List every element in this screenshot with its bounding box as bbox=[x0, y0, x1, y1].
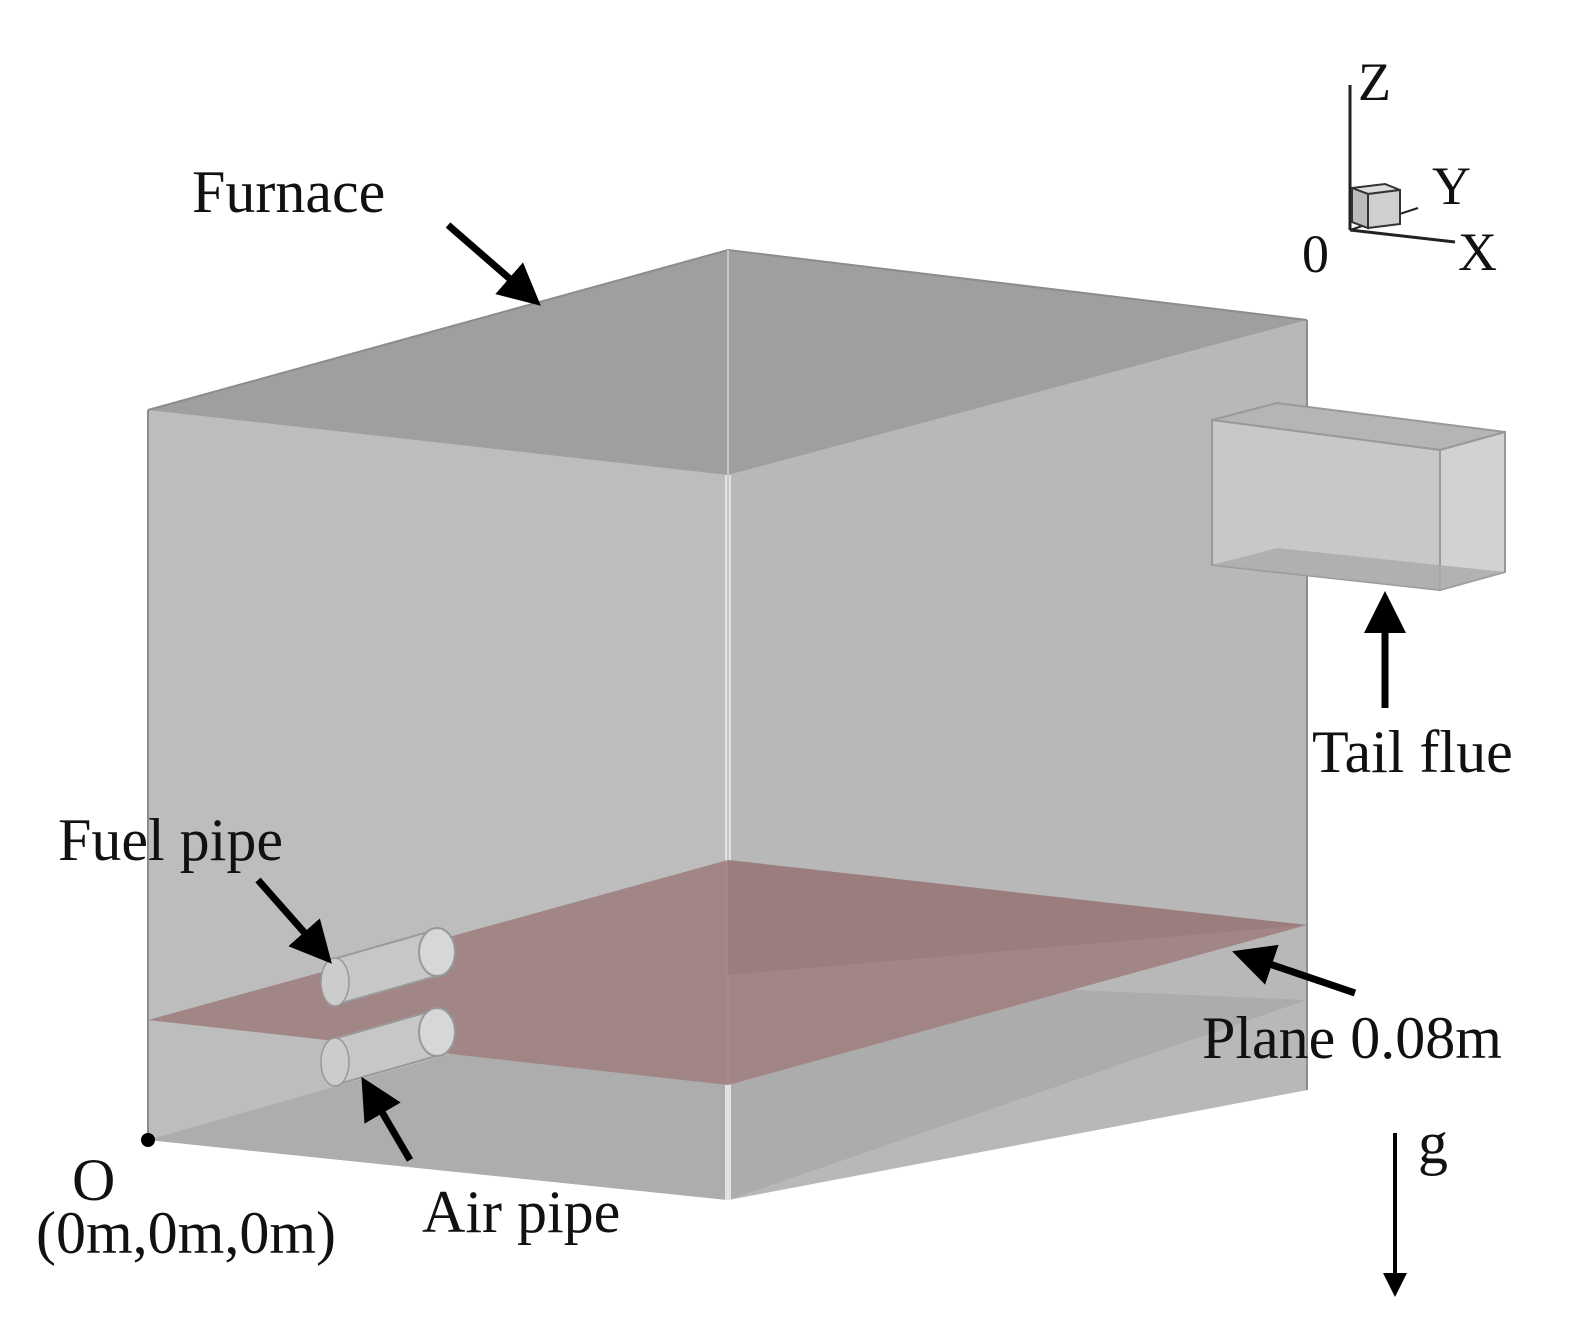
origin-label: O bbox=[72, 1147, 115, 1213]
cube-icon bbox=[1351, 182, 1401, 230]
plane-shade bbox=[728, 860, 1307, 975]
fuel-pipe-arrow bbox=[255, 877, 332, 964]
tail-flue-label: Tail flue bbox=[1312, 719, 1513, 785]
plane-arrow bbox=[1232, 944, 1357, 997]
fuel-pipe-label: Fuel pipe bbox=[58, 807, 283, 873]
tail-flue bbox=[1211, 401, 1506, 592]
origin-point bbox=[141, 1133, 155, 1147]
gravity-label: g bbox=[1418, 1110, 1448, 1176]
furnace-arrow bbox=[445, 222, 541, 306]
y-axis-label: Y bbox=[1432, 156, 1471, 216]
axis-triad: Z Y X 0 bbox=[1302, 52, 1497, 284]
origin-coordinates-label: (0m,0m,0m) bbox=[36, 1200, 336, 1266]
x-axis-label: X bbox=[1458, 222, 1497, 282]
furnace-label: Furnace bbox=[192, 159, 385, 225]
fuel-pipe bbox=[320, 927, 456, 1007]
air-pipe bbox=[320, 1007, 456, 1087]
plane-label: Plane 0.08m bbox=[1202, 1005, 1502, 1071]
x-axis-line bbox=[1349, 228, 1456, 244]
air-pipe-label: Air pipe bbox=[422, 1179, 620, 1245]
z-axis-label: Z bbox=[1358, 52, 1391, 112]
axis-origin-label: 0 bbox=[1302, 224, 1329, 284]
air-pipe-arrow bbox=[361, 1076, 414, 1162]
